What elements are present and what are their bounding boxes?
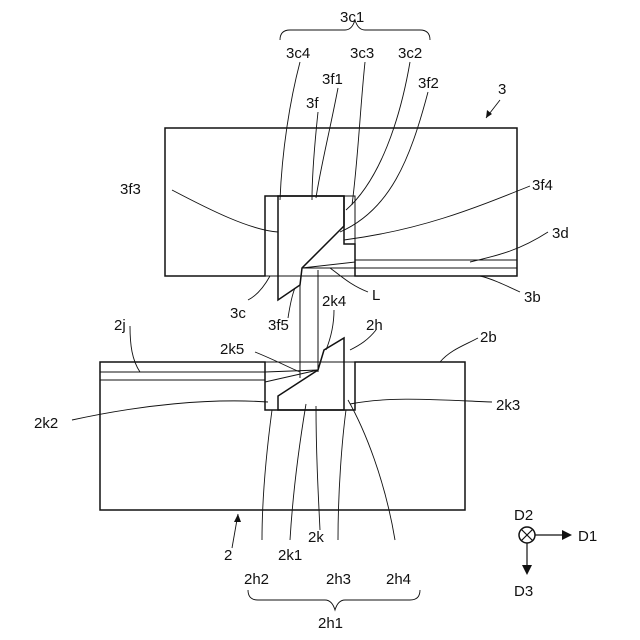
label-3f3: 3f3 (120, 181, 141, 198)
wedge-L-upper (302, 262, 355, 268)
label-2h1: 2h1 (318, 615, 343, 632)
direction-indicator (519, 527, 572, 575)
label-L: L (372, 287, 380, 304)
label-3f2: 3f2 (418, 75, 439, 92)
label-3c4: 3c4 (286, 45, 310, 62)
label-3b: 3b (524, 289, 541, 306)
label-3c3: 3c3 (350, 45, 374, 62)
label-2h: 2h (366, 317, 383, 334)
key-2k (278, 338, 344, 410)
label-2k4: 2k4 (322, 293, 346, 310)
layer-3d (355, 260, 517, 268)
key-3f (278, 196, 344, 300)
label-2k1: 2k1 (278, 547, 302, 564)
label-3: 3 (498, 81, 506, 98)
label-3c2: 3c2 (398, 45, 422, 62)
label-3f4: 3f4 (532, 177, 553, 194)
label-3c1: 3c1 (340, 9, 364, 26)
layer-2j (100, 372, 265, 380)
brace-2h1 (248, 590, 420, 610)
label-2j: 2j (114, 317, 126, 334)
label-2h2: 2h2 (244, 571, 269, 588)
label-3f1: 3f1 (322, 71, 343, 88)
label-3c: 3c (230, 305, 246, 322)
label-2b: 2b (480, 329, 497, 346)
label-2k5: 2k5 (220, 341, 244, 358)
label-3d: 3d (552, 225, 569, 242)
arrow-2-head (234, 514, 241, 522)
label-3f: 3f (306, 95, 319, 112)
lower-member-2 (100, 362, 465, 510)
label-2h3: 2h3 (326, 571, 351, 588)
label-2k3: 2k3 (496, 397, 520, 414)
leader-lines (72, 62, 548, 540)
label-2k: 2k (308, 529, 324, 546)
label-2: 2 (224, 547, 232, 564)
label-D2: D2 (514, 507, 533, 524)
label-D3: D3 (514, 583, 533, 600)
upper-member-3 (165, 128, 517, 276)
label-2h4: 2h4 (386, 571, 411, 588)
label-D1: D1 (578, 528, 597, 545)
label-3f5: 3f5 (268, 317, 289, 334)
label-2k2: 2k2 (34, 415, 58, 432)
